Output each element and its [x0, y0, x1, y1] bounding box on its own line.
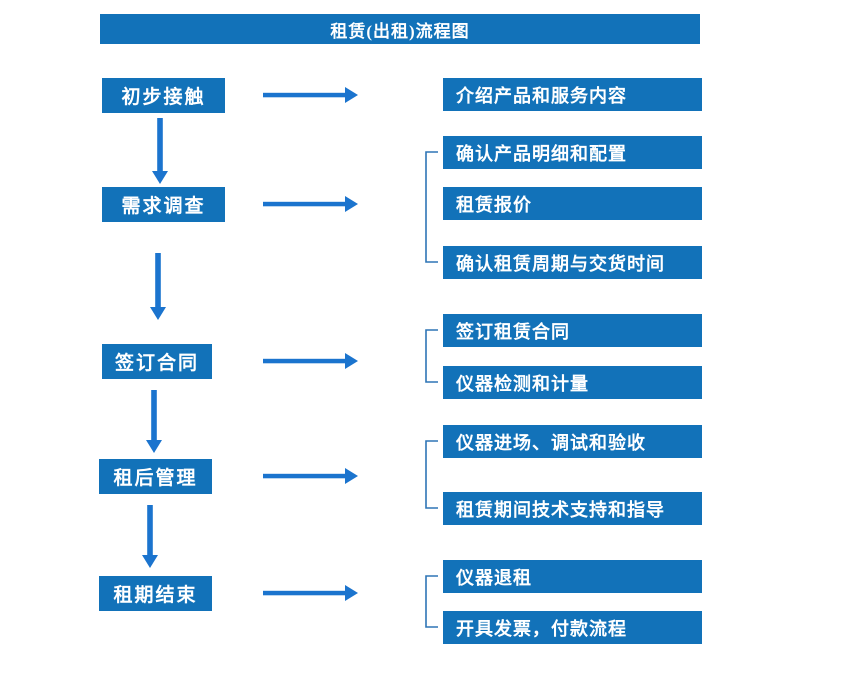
arrow-right-sign-contract — [263, 353, 358, 369]
step-box-rental-end: 租期结束 — [99, 576, 212, 611]
detail-box-confirm-rental-period: 确认租赁周期与交货时间 — [443, 246, 702, 279]
arrow-right-post-rental-management — [263, 468, 358, 484]
step-box-initial-contact: 初步接触 — [102, 78, 225, 113]
flowchart-title-bar: 租赁(出租)流程图 — [100, 14, 700, 44]
arrow-right-rental-end — [263, 585, 358, 601]
bracket-group-post-rental-management — [425, 440, 438, 509]
arrow-right-demand-survey — [263, 196, 358, 212]
arrow-down-1 — [152, 118, 168, 184]
detail-box-tech-support: 租赁期间技术支持和指导 — [443, 492, 702, 525]
arrow-down-2 — [150, 253, 166, 320]
detail-box-rental-quote: 租赁报价 — [443, 187, 702, 220]
detail-box-intro-products: 介绍产品和服务内容 — [443, 78, 702, 111]
detail-box-instrument-return: 仪器退租 — [443, 560, 702, 593]
step-box-sign-contract: 签订合同 — [102, 344, 212, 379]
step-box-post-rental-management: 租后管理 — [99, 459, 212, 494]
detail-box-invoice-payment: 开具发票，付款流程 — [443, 611, 702, 644]
bracket-group-demand-survey — [425, 151, 438, 263]
arrow-right-initial-contact — [263, 87, 358, 103]
bracket-group-sign-contract — [425, 329, 438, 383]
detail-box-instrument-testing: 仪器检测和计量 — [443, 366, 702, 399]
flowchart-title: 租赁(出租)流程图 — [330, 21, 470, 41]
detail-box-confirm-product-details: 确认产品明细和配置 — [443, 136, 702, 169]
arrow-down-4 — [142, 505, 158, 568]
arrow-down-3 — [146, 390, 162, 453]
detail-box-instrument-entry: 仪器进场、调试和验收 — [443, 425, 702, 458]
step-box-demand-survey: 需求调查 — [102, 187, 225, 222]
detail-box-sign-rental-contract: 签订租赁合同 — [443, 314, 702, 347]
bracket-group-rental-end — [425, 575, 438, 628]
